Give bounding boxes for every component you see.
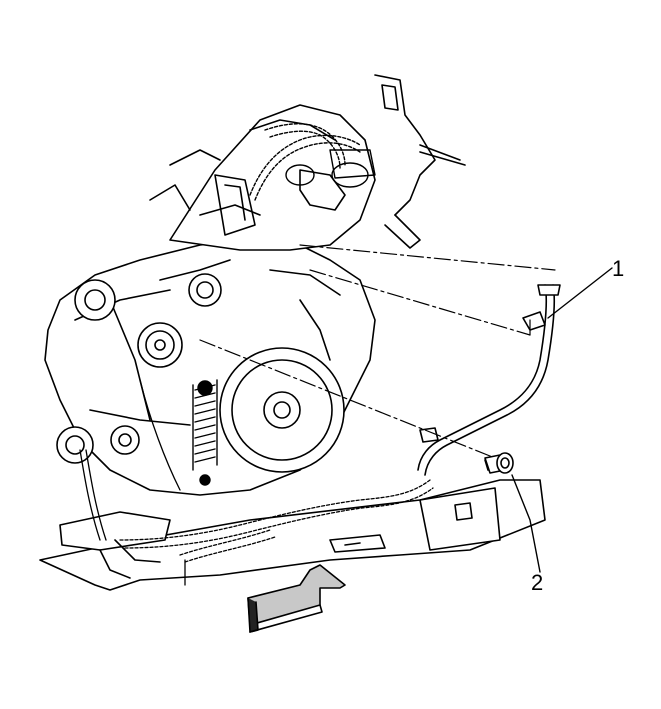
wiring-harness-top [249,123,376,201]
bolt [484,452,514,474]
oil-cooler-line [417,284,561,476]
callout-label-2: 2 [531,570,544,595]
frame-crossmember [39,479,546,591]
callout-label-1: 1 [612,256,625,281]
pulleys [56,273,345,473]
cylinder-head [149,104,376,251]
callout-leaders [511,267,613,573]
wiring-harness-lower [79,379,434,586]
leader-lines [199,244,556,461]
bracket-top-right [374,74,466,249]
coil-spring [192,379,218,486]
direction-arrow [247,564,346,633]
